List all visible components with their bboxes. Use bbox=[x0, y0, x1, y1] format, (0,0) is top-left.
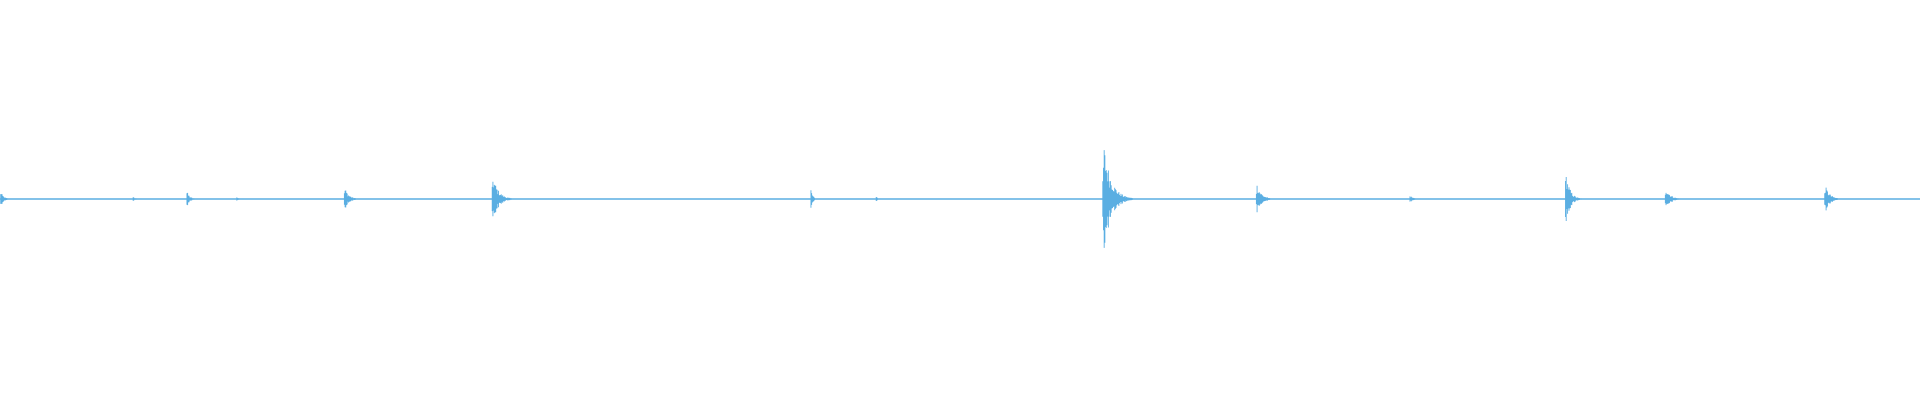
waveform-burst bbox=[132, 197, 145, 201]
waveform-burst bbox=[1565, 176, 1583, 222]
waveform-burst bbox=[1824, 187, 1844, 211]
waveform-burst bbox=[0, 194, 12, 204]
waveform-burst bbox=[1409, 196, 1421, 202]
waveform-burst bbox=[875, 197, 882, 201]
waveform-burst bbox=[186, 192, 198, 206]
waveform-burst bbox=[236, 197, 248, 201]
waveform-burst bbox=[343, 190, 361, 208]
waveform-bursts bbox=[0, 150, 1844, 248]
waveform-burst bbox=[491, 181, 515, 217]
waveform-burst bbox=[1255, 185, 1276, 213]
waveform-burst bbox=[810, 190, 818, 208]
waveform-burst bbox=[1664, 192, 1684, 206]
waveform-burst bbox=[1102, 150, 1133, 248]
